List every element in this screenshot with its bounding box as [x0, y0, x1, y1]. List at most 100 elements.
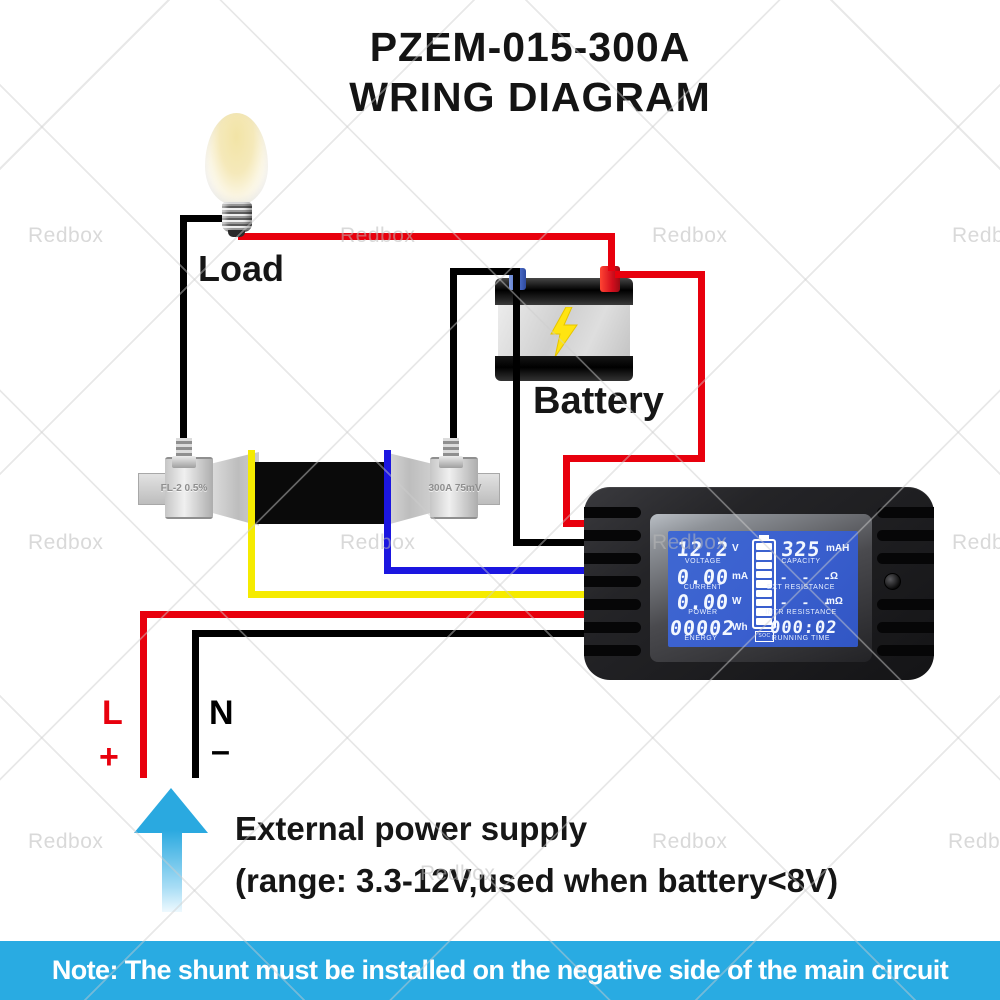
- intr-resistance-unit: mΩ: [826, 596, 843, 607]
- soc-segment: [756, 552, 772, 560]
- wire-red-battery-out-v: [698, 271, 705, 462]
- soc-segment: [756, 617, 772, 625]
- soc-label: SOC: [755, 631, 774, 642]
- external-power-line1: External power supply: [235, 810, 588, 847]
- soc-segment: [756, 608, 772, 616]
- soc-gauge-tip: [759, 535, 769, 539]
- wire-black-load-h: [180, 215, 236, 222]
- heatsink-fin: [877, 553, 934, 564]
- wire-black-shunt-to-battery-v: [450, 268, 457, 462]
- heatsink-fin: [877, 622, 934, 633]
- wire-black-external-v: [192, 630, 199, 778]
- lcd-screen: 12.2 V VOLTAGE 0.00 mA CURRENT 0.00 W PO…: [668, 531, 858, 647]
- shunt-right-clamp: [384, 451, 430, 526]
- wire-red-external-v: [140, 611, 147, 778]
- shunt-illustration: FL-2 0.5% 300A 75mV: [135, 435, 503, 527]
- heatsink-fin: [584, 599, 641, 610]
- current-unit: mA: [732, 571, 749, 582]
- wire-red-meter-v: [563, 455, 570, 527]
- capacity-unit: mAH: [826, 543, 850, 554]
- watermark-text: Redbox: [340, 531, 416, 554]
- capacity-label: CAPACITY: [781, 558, 821, 565]
- wire-red-meter-h: [563, 455, 705, 462]
- watermark-text: Redbox: [28, 830, 104, 853]
- heatsink-fin: [584, 622, 641, 633]
- watermark-text: Redbox: [952, 224, 1000, 247]
- lightning-bolt-icon: [550, 307, 578, 357]
- wire-yellow-shunt-sense-h: [248, 591, 602, 598]
- heatsink-fin: [584, 553, 641, 564]
- neutral-label: N: [209, 694, 234, 732]
- wire-blue-shunt-sense-h: [384, 567, 602, 574]
- heatsink-fin: [584, 507, 641, 518]
- heatsink-fin: [877, 599, 934, 610]
- soc-segment: [756, 598, 772, 607]
- watermark-text: Redbox: [652, 830, 728, 853]
- heatsink-fin: [584, 645, 641, 656]
- wire-yellow-shunt-sense-v: [248, 450, 255, 598]
- current-label: CURRENT: [683, 584, 723, 591]
- soc-gauge: SOC: [752, 535, 776, 643]
- title-line2: WRING DIAGRAM: [349, 74, 711, 120]
- energy-unit: Wh: [732, 622, 748, 633]
- wire-red-external-h: [140, 611, 602, 618]
- pzem-meter: 12.2 V VOLTAGE 0.00 mA CURRENT 0.00 W PO…: [584, 487, 934, 680]
- neutral-sign: –: [211, 732, 230, 770]
- bulb-tip: [228, 230, 245, 237]
- intr-resistance-label: INTR RESISTANCE: [765, 609, 837, 616]
- wire-black-load-to-shunt: [180, 215, 187, 457]
- wire-black-shunt-to-battery-h: [450, 268, 520, 275]
- watermark-text: Redbox: [652, 224, 728, 247]
- watermark-text: Redbox: [28, 224, 104, 247]
- page-title: PZEM-015-300A WRING DIAGRAM: [200, 22, 860, 122]
- shunt-right-nut: [439, 456, 463, 468]
- voltage-unit: V: [732, 543, 739, 554]
- bulb-screw-base: [222, 202, 252, 232]
- note-text: Note: The shunt must be installed on the…: [51, 955, 949, 985]
- load-label: Load: [198, 248, 284, 289]
- shunt-resistance-bar: [255, 462, 387, 524]
- meter-button[interactable]: [884, 573, 901, 590]
- shunt-left-marking: FL-2 0.5%: [160, 483, 208, 494]
- soc-segment: [756, 580, 772, 588]
- wire-black-battery-to-meter-h: [513, 539, 603, 546]
- battery-label: Battery: [533, 380, 664, 422]
- watermark-text: Redbox: [28, 531, 104, 554]
- heatsink-fin: [877, 507, 934, 518]
- shunt-left-nut: [172, 456, 196, 468]
- wire-red-load-to-battery: [238, 233, 615, 240]
- light-bulb-illustration: [195, 108, 285, 240]
- soc-segment: [756, 561, 772, 569]
- heatsink-fin: [877, 530, 934, 541]
- wire-blue-shunt-sense-v: [384, 450, 391, 574]
- soc-segments: [752, 539, 776, 629]
- ext-resistance-unit: Ω: [830, 571, 839, 582]
- bulb-glass: [205, 113, 268, 205]
- wire-red-battery-out-h: [615, 271, 705, 278]
- watermark-text: Redbox: [952, 531, 1000, 554]
- running-time-label: RUNNING TIME: [771, 635, 831, 642]
- heatsink-fin: [584, 530, 641, 541]
- voltage-label: VOLTAGE: [684, 558, 722, 565]
- watermark-text: Redbox: [948, 830, 1000, 853]
- wire-red-battery-positive-drop: [608, 233, 615, 271]
- heatsink-fin: [877, 645, 934, 656]
- wire-red-meter-entry: [563, 520, 603, 527]
- note-bar: Note: The shunt must be installed on the…: [0, 941, 1000, 1000]
- soc-segment: [756, 570, 772, 579]
- up-arrow-icon: [134, 788, 208, 833]
- power-label: POWER: [688, 609, 718, 616]
- shunt-right-marking: 300A 75mV: [428, 483, 482, 494]
- soc-segment: [756, 589, 772, 597]
- title-line1: PZEM-015-300A: [369, 24, 691, 70]
- external-power-line2: (range: 3.3-12V,used when battery<8V): [235, 862, 839, 899]
- wire-black-external-h: [192, 630, 602, 637]
- live-sign: +: [99, 738, 119, 776]
- heatsink-fin: [584, 576, 641, 587]
- up-arrow-shaft: [162, 830, 182, 912]
- ext-resistance-label: EXT RESISTANCE: [766, 584, 836, 591]
- soc-segment: [756, 543, 772, 551]
- live-label: L: [102, 694, 123, 732]
- wire-black-battery-to-meter-v: [513, 275, 520, 546]
